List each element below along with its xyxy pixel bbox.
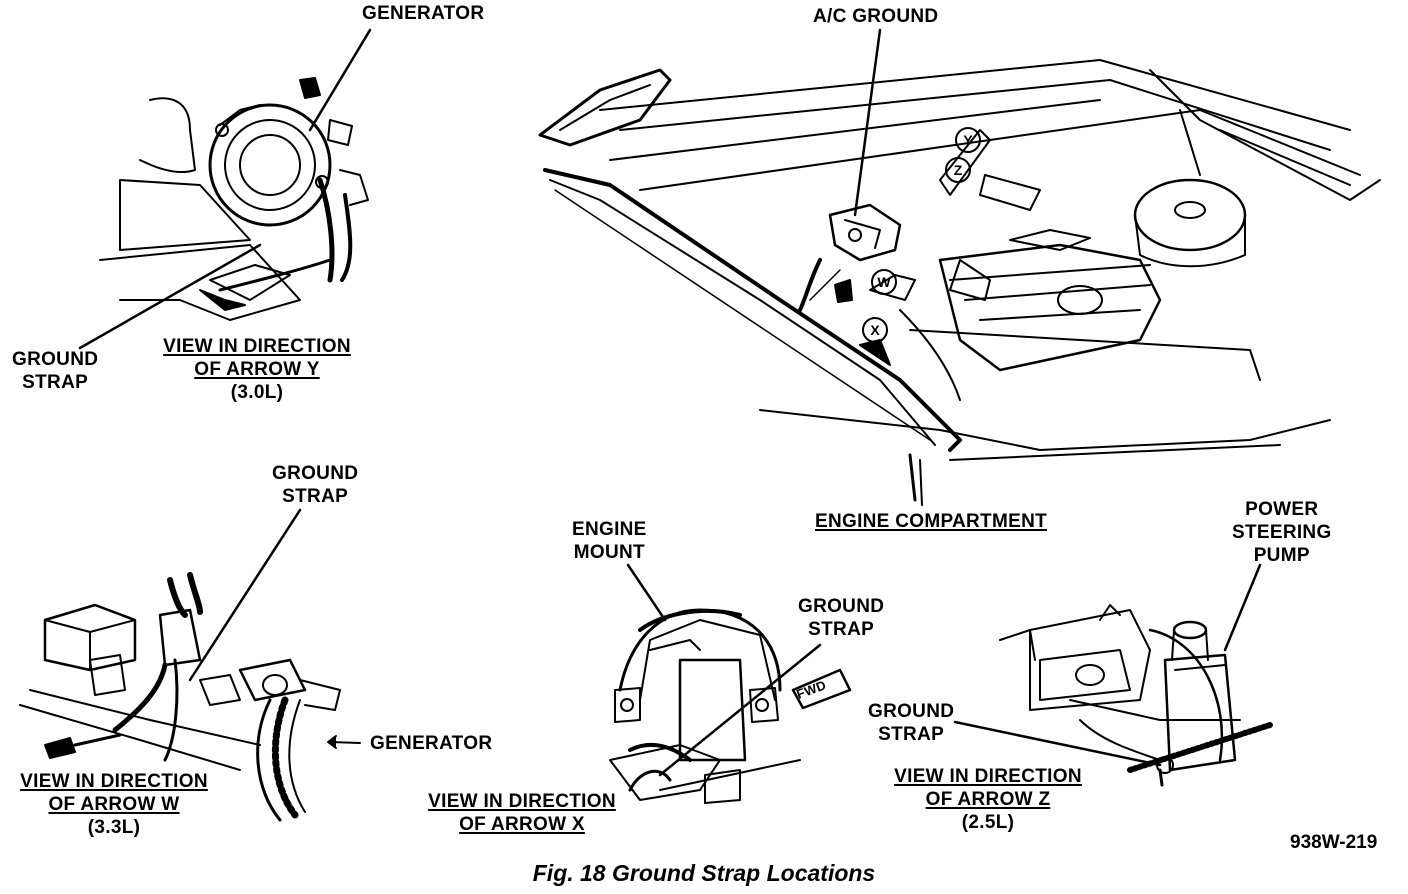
- label-line: PUMP: [1253, 545, 1310, 566]
- view-w-generator-drawing: [19, 508, 361, 822]
- label-line: (3.0L): [230, 382, 284, 403]
- label-line: VIEW IN DIRECTION: [428, 791, 616, 812]
- callout-x: X: [870, 322, 880, 338]
- callout-y: Y: [963, 132, 973, 148]
- label-line: GROUND: [868, 701, 955, 722]
- view-y-generator-drawing: [78, 28, 372, 350]
- label-generator-w: GENERATOR: [370, 733, 493, 754]
- label-line: (3.3L): [87, 817, 141, 838]
- label-ac-ground: A/C GROUND: [813, 6, 939, 27]
- label-line: GROUND: [12, 349, 99, 370]
- callout-w: W: [877, 274, 891, 290]
- label-power-steering-pump: POWER STEERING PUMP: [1232, 498, 1332, 567]
- label-ground-strap-y: GROUND STRAP: [12, 348, 98, 394]
- label-line: STRAP: [22, 372, 89, 393]
- view-x-engine-mount-drawing: [609, 563, 852, 804]
- label-ground-strap-x: GROUND STRAP: [798, 595, 884, 641]
- label-view-w: VIEW IN DIRECTION OF ARROW W (3.3L): [8, 770, 220, 839]
- label-line: STRAP: [878, 724, 945, 745]
- label-line: OF ARROW W: [48, 794, 180, 815]
- label-view-y: VIEW IN DIRECTION OF ARROW Y (3.0L): [152, 335, 362, 404]
- label-generator-top: GENERATOR: [362, 3, 485, 24]
- label-line: (2.5L): [961, 812, 1015, 833]
- label-line: OF ARROW Z: [925, 789, 1051, 810]
- label-ground-strap-w: GROUND STRAP: [272, 462, 358, 508]
- label-line: VIEW IN DIRECTION: [20, 771, 208, 792]
- label-line: VIEW IN DIRECTION: [163, 336, 351, 357]
- label-line: STEERING: [1232, 522, 1332, 543]
- label-line: ENGINE: [572, 519, 647, 540]
- label-view-z: VIEW IN DIRECTION OF ARROW Z (2.5L): [883, 765, 1093, 834]
- label-line: STRAP: [808, 619, 875, 640]
- label-line: VIEW IN DIRECTION: [894, 766, 1082, 787]
- view-z-power-steering-drawing: [953, 563, 1273, 787]
- label-line: GROUND: [272, 463, 359, 484]
- label-line: POWER: [1245, 499, 1319, 520]
- label-line: OF ARROW X: [459, 814, 585, 835]
- label-line: STRAP: [282, 486, 349, 507]
- label-ground-strap-z: GROUND STRAP: [868, 700, 954, 746]
- engine-compartment-drawing: [538, 28, 1381, 506]
- label-engine-compartment: ENGINE COMPARTMENT: [815, 511, 1047, 532]
- label-engine-mount: ENGINE MOUNT: [572, 518, 647, 564]
- label-line: MOUNT: [573, 542, 645, 563]
- label-view-x: VIEW IN DIRECTION OF ARROW X: [418, 790, 626, 836]
- figure-caption: Fig. 18 Ground Strap Locations: [532, 860, 876, 886]
- figure-id: 938W-219: [1290, 832, 1378, 853]
- callout-z: Z: [953, 162, 963, 178]
- label-line: OF ARROW Y: [194, 359, 320, 380]
- label-line: GROUND: [798, 596, 885, 617]
